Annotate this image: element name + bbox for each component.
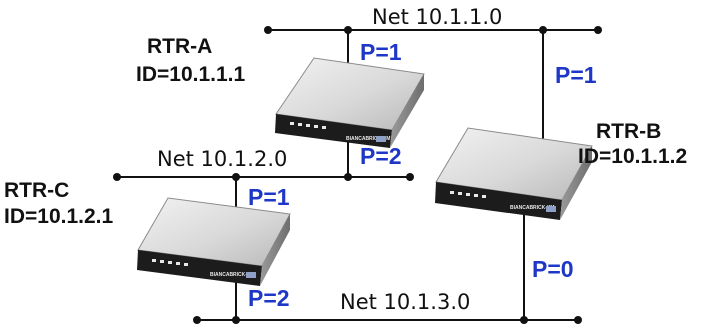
- port-label-rtr-c-net3: P=2: [248, 285, 290, 311]
- network-label-net3: Net 10.1.3.0: [340, 290, 471, 314]
- port-label-rtr-a-net1: P=1: [360, 39, 402, 65]
- network-label-net2: Net 10.1.2.0: [157, 147, 288, 171]
- router-b-icon: BIANCABRICK-XM: [435, 127, 593, 220]
- port-label-rtr-b-net1: P=1: [555, 62, 597, 88]
- router-a-name: RTR-A: [147, 35, 213, 58]
- router-a-icon: BIANCABRICK-XM: [275, 57, 425, 148]
- port-label-rtr-a-net2: P=2: [360, 143, 402, 169]
- router-a-id: ID=10.1.1.1: [136, 63, 246, 86]
- router-c-icon: BIANCABRICK-XM: [137, 197, 291, 286]
- router-b-id: ID=10.1.1.2: [578, 145, 688, 168]
- port-label-rtr-c-net2: P=1: [248, 184, 290, 210]
- network-segment-net2: [113, 173, 414, 181]
- network-label-net1: Net 10.1.1.0: [372, 5, 503, 29]
- router-c-name: RTR-C: [4, 179, 70, 202]
- port-label-rtr-b-net3: P=0: [532, 256, 574, 282]
- svg-text:BIANCABRICK-XM: BIANCABRICK-XM: [210, 272, 254, 278]
- svg-text:BIANCABRICK-XM: BIANCABRICK-XM: [346, 136, 390, 142]
- svg-text:BIANCABRICK-XM: BIANCABRICK-XM: [510, 205, 554, 211]
- router-c-id: ID=10.1.2.1: [4, 205, 114, 228]
- router-b-name: RTR-B: [596, 120, 662, 143]
